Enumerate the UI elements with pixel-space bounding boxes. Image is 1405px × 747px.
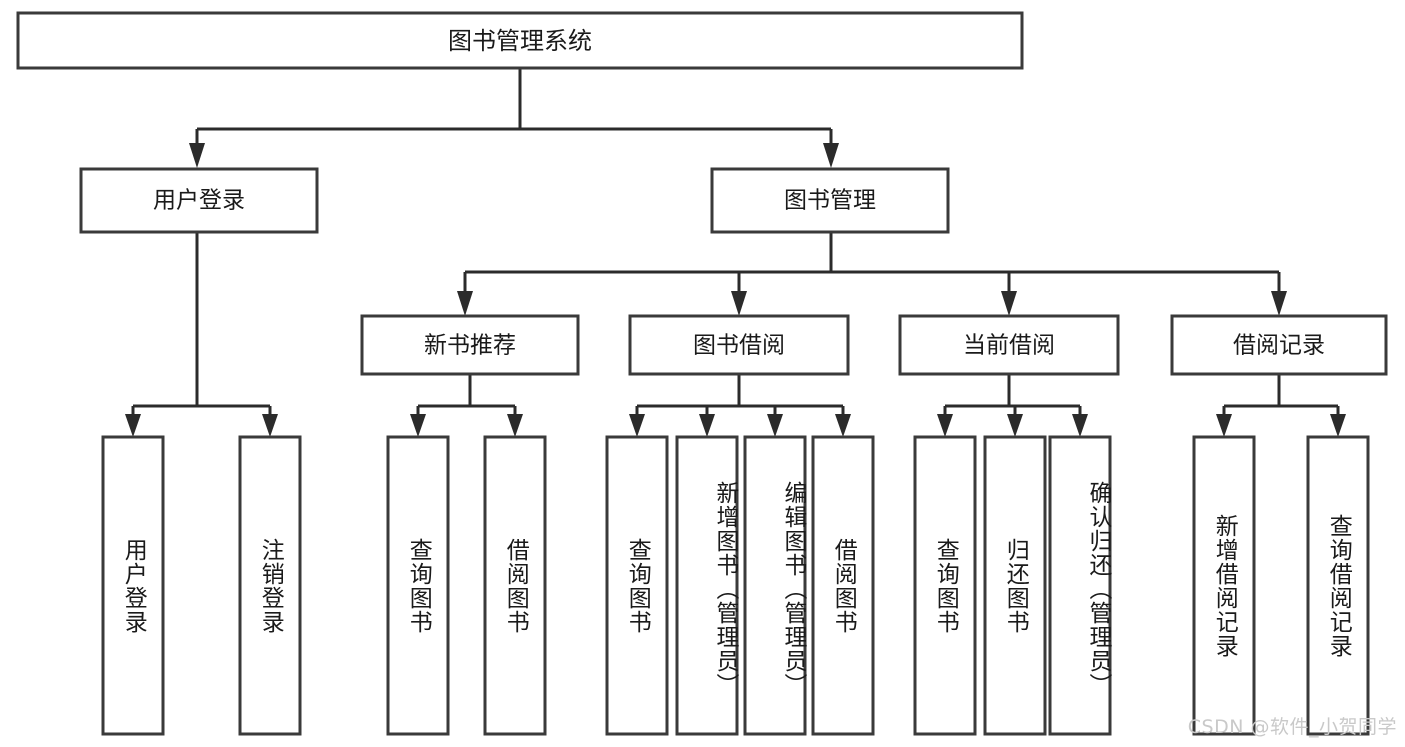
node-leaf-edit-book-admin[interactable] [743,435,807,736]
arrow-leaf-add-record [1216,414,1232,437]
node-leaf-add-book-admin[interactable] [675,435,739,736]
arrow-to-current-borrow [1001,291,1017,316]
node-book-borrow[interactable] [628,314,850,376]
arrow-leaf-borrow-book-1 [507,414,523,437]
arrow-leaf-confirm-return [1072,414,1088,437]
arrow-leaf-edit-book [767,414,783,437]
node-user-login[interactable] [79,167,319,234]
node-leaf-return-book[interactable] [983,435,1047,736]
arrow-leaf-user-login [125,414,141,437]
arrow-to-borrow-record [1271,291,1287,316]
node-book-borrow-label: 图书借阅 [693,333,785,359]
arrow-leaf-query-book-2 [629,414,645,437]
node-layer: 图书管理系统 用户登录 图书管理 新书推荐 图书借阅 当前借阅 借阅记录 [16,11,1388,736]
node-book-management[interactable] [710,167,950,234]
arrow-leaf-query-book-3 [937,414,953,437]
node-borrow-record-label: 借阅记录 [1233,333,1325,359]
arrow-to-user-login [189,143,205,168]
arrow-leaf-borrow-book-2 [835,414,851,437]
arrow-to-book-borrow [731,291,747,316]
node-new-book-recommend-label: 新书推荐 [424,333,516,359]
node-leaf-logout[interactable] [238,435,302,736]
node-borrow-record[interactable] [1170,314,1388,376]
arrow-to-book-mgmt [823,143,839,168]
csdn-watermark: CSDN @软件_小贺同学 [1187,716,1397,738]
node-root-book-management-system[interactable] [16,11,1024,70]
node-leaf-query-book-1[interactable] [386,435,450,736]
node-current-borrow-label: 当前借阅 [963,333,1055,359]
arrow-leaf-return-book [1007,414,1023,437]
node-leaf-confirm-return-admin[interactable] [1048,435,1112,736]
node-leaf-borrow-book-1[interactable] [483,435,547,736]
node-leaf-add-borrow-record[interactable] [1192,435,1256,736]
node-new-book-recommend[interactable] [360,314,580,376]
arrow-leaf-add-book [699,414,715,437]
node-leaf-borrow-book-2[interactable] [811,435,875,736]
node-user-login-label: 用户登录 [153,188,245,214]
node-leaf-user-login[interactable] [101,435,165,736]
connector-layer [125,68,1346,437]
arrow-leaf-query-book-1 [410,414,426,437]
arrow-leaf-query-record [1330,414,1346,437]
node-current-borrow[interactable] [898,314,1120,376]
node-book-management-label: 图书管理 [784,188,876,214]
node-leaf-query-book-2[interactable] [605,435,669,736]
node-leaf-query-book-3[interactable] [913,435,977,736]
arrow-leaf-logout [262,414,278,437]
node-leaf-query-borrow-record[interactable] [1306,435,1370,736]
node-root-label: 图书管理系统 [448,27,592,55]
arrow-to-new-book-rec [457,291,473,316]
